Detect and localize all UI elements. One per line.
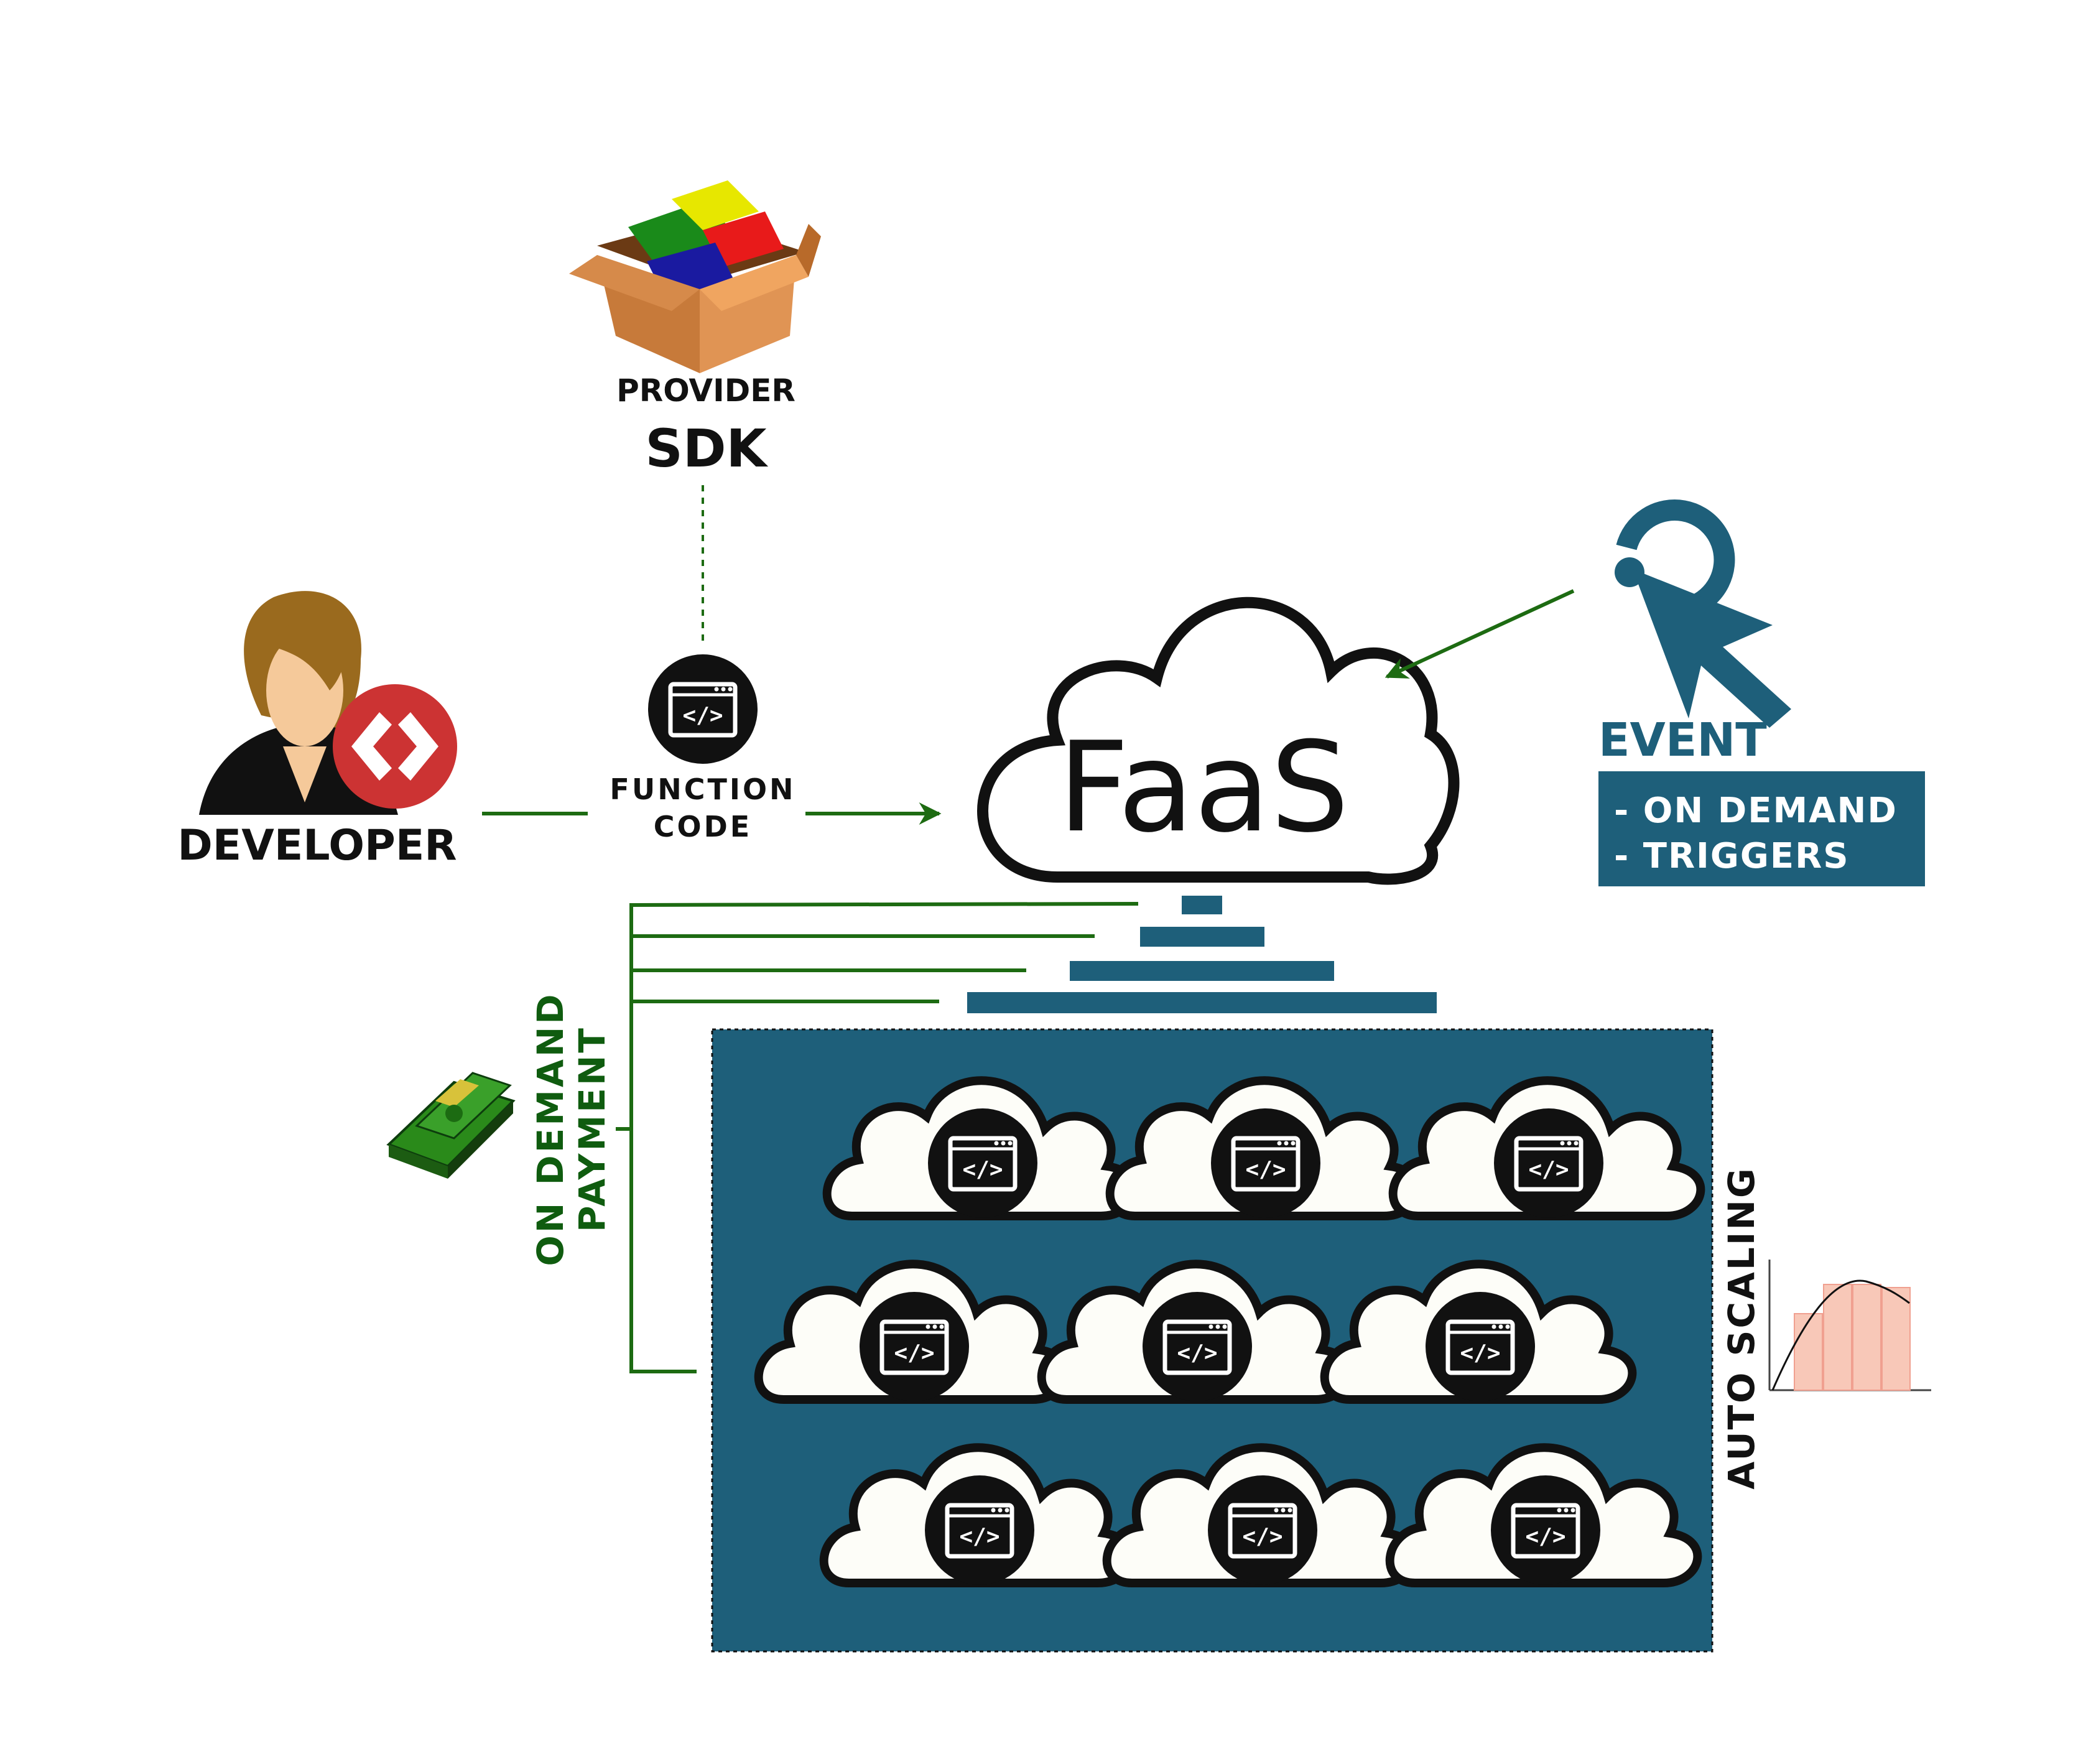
- function-instance: </>: [1110, 1080, 1418, 1218]
- payment-label-line1: ON DEMAND: [529, 991, 572, 1266]
- developer-label: DEVELOPER: [177, 821, 457, 870]
- event-item-on-demand: - ON DEMAND: [1614, 791, 1898, 831]
- instance-code-glyph: </>: [1460, 1340, 1500, 1366]
- function-instance: </>: [1393, 1080, 1701, 1218]
- faas-label: FaaS: [1058, 715, 1350, 860]
- function-label-line2: CODE: [654, 810, 752, 843]
- scaling-label: AUTO SCALING: [1720, 1166, 1763, 1489]
- instance-code-glyph: </>: [1528, 1157, 1569, 1182]
- stand-bar-1: [1182, 896, 1222, 914]
- function-instance: </>: [827, 1080, 1135, 1218]
- scaling-chart-icon: [1768, 1260, 1931, 1391]
- event-to-faas-arrow: [1384, 589, 1575, 679]
- money-stack-icon: [386, 1072, 516, 1179]
- sdk-label: SDK: [645, 418, 768, 479]
- faas-cloud: [977, 597, 1460, 885]
- function-instance: </>: [824, 1447, 1132, 1585]
- click-pointer-icon: [1615, 499, 1791, 728]
- instance-grid: </> </> </> </> </> </> </> </> </>: [759, 1080, 1701, 1585]
- instance-code-glyph: </>: [894, 1340, 934, 1366]
- function-instance: </>: [1107, 1447, 1415, 1585]
- payment-bracket: [616, 902, 1139, 1373]
- event-details-box: [1598, 771, 1925, 886]
- stand-bar-2: [1140, 927, 1264, 947]
- payment-label-line2: PAYMENT: [571, 1026, 613, 1232]
- function-code-icon: </>: [648, 654, 758, 764]
- event-title: EVENT: [1598, 713, 1767, 767]
- event-item-triggers: - TRIGGERS: [1614, 836, 1850, 876]
- code-chevrons-icon: [333, 684, 457, 809]
- instance-code-glyph: </>: [1242, 1524, 1282, 1549]
- stand-bar-3: [1070, 961, 1334, 981]
- instance-code-glyph: </>: [959, 1524, 999, 1549]
- provider-label: PROVIDER: [616, 373, 795, 409]
- function-label-line1: FUNCTION: [610, 773, 795, 806]
- sdk-box-icon: [569, 180, 821, 373]
- function-instance: </>: [1325, 1264, 1633, 1401]
- instance-code-glyph: </>: [1177, 1340, 1217, 1366]
- stand-bar-4: [967, 992, 1437, 1013]
- function-code-glyph: </>: [682, 703, 723, 728]
- instance-code-glyph: </>: [1525, 1524, 1565, 1549]
- instance-code-glyph: </>: [962, 1157, 1003, 1182]
- function-instance: </>: [759, 1264, 1067, 1401]
- function-instance: </>: [1390, 1447, 1698, 1585]
- instance-code-glyph: </>: [1245, 1157, 1286, 1182]
- function-instance: </>: [1042, 1264, 1350, 1401]
